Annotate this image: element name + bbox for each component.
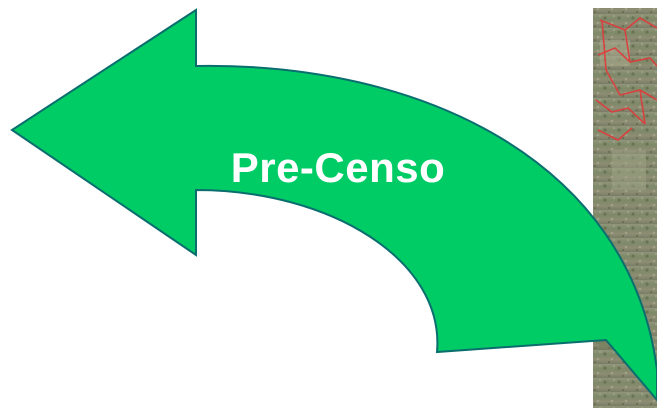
arrow-label: Pre-Censo xyxy=(198,140,478,196)
curved-arrow-body xyxy=(12,10,657,400)
